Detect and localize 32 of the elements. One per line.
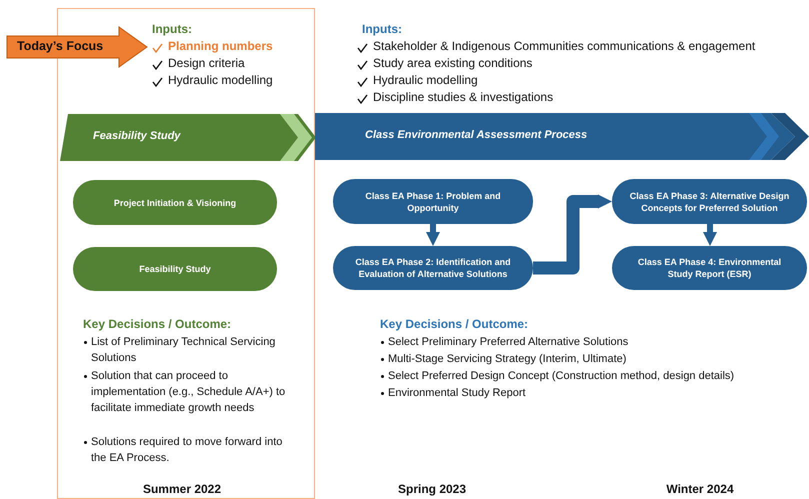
input-item: Planning numbers — [168, 39, 273, 53]
outcome-item: Solution that can proceed to implementation (e.g., Schedule A/A+) to facilitate immediate growth needs — [83, 368, 293, 416]
section-heading: Key Decisions / Outcome: — [83, 317, 232, 331]
process-pill: Project Initiation & Visioning — [73, 180, 277, 225]
outcome-item: Environmental Study Report — [380, 385, 800, 401]
outcome-item: Select Preliminary Preferred Alternative Solutions — [380, 334, 800, 350]
input-item: Hydraulic modelling — [168, 73, 273, 87]
input-item: Hydraulic modelling — [373, 73, 478, 87]
section-heading: Inputs: — [362, 22, 402, 36]
date-label: Summer 2022 — [142, 482, 222, 496]
input-item: Discipline studies & investigations — [373, 90, 554, 104]
arrow — [703, 224, 717, 246]
input-item: Stakeholder & Indigenous Communities communications & engagement — [373, 39, 756, 53]
process-pill: Class EA Phase 4: Environmental Study Report (ESR) — [612, 246, 807, 290]
outcome-item: Solutions required to move forward into the EA Process. — [83, 434, 293, 466]
section-heading: Inputs: — [152, 22, 192, 36]
arrow — [426, 224, 440, 246]
outcome-item: List of Preliminary Technical Servicing Solutions — [83, 334, 293, 366]
process-pill: Class EA Phase 2: Identification and Evaluation of Alternative Solutions — [333, 246, 533, 290]
input-item: Study area existing conditions — [373, 56, 532, 70]
banner-label: Class Environmental Assessment Process — [365, 129, 588, 141]
process-pill: Class EA Phase 1: Problem and Opportunity — [333, 179, 533, 224]
banner-label: Feasibility Study — [93, 130, 180, 142]
process-pill: Feasibility Study — [73, 247, 277, 291]
date-label: Spring 2023 — [396, 482, 468, 496]
outcome-item: Select Preferred Design Concept (Construction method, design details) — [380, 368, 800, 384]
outcome-item: Multi-Stage Servicing Strategy (Interim, Ultimate) — [380, 351, 800, 367]
process-pill: Class EA Phase 3: Alternative Design Concepts for Preferred Solution — [612, 179, 807, 224]
focus-label: Today’s Focus — [17, 39, 104, 53]
date-label: Winter 2024 — [665, 482, 735, 496]
section-heading: Key Decisions / Outcome: — [380, 317, 528, 331]
input-item: Design criteria — [168, 56, 245, 70]
